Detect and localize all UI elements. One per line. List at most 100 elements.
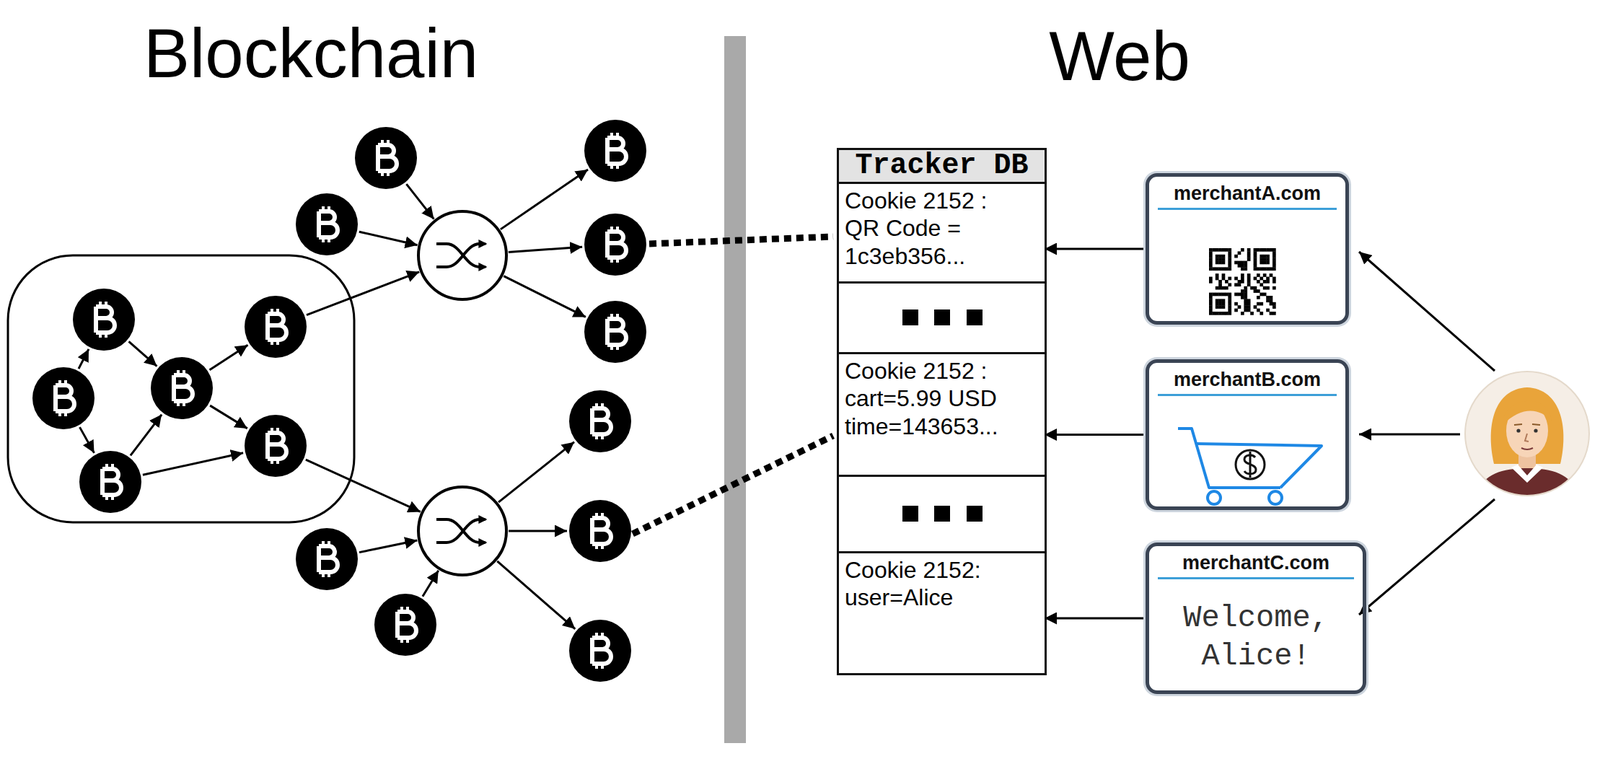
qr-module: [1218, 257, 1223, 262]
qr-module: [1259, 261, 1264, 265]
qr-module: [1240, 289, 1245, 293]
qr-module: [1209, 302, 1213, 306]
mixer-node: [418, 211, 507, 300]
qr-module: [1227, 277, 1232, 281]
link-dotted: [632, 435, 834, 534]
qr-module: [1211, 311, 1216, 316]
mixer-node: [418, 486, 507, 575]
qr-module: [1222, 286, 1226, 290]
qr-module: [1218, 248, 1223, 252]
qr-module: [1269, 273, 1274, 278]
qr-module: [1227, 266, 1232, 271]
qr-module: [1269, 295, 1274, 300]
bitcoin-coin: [244, 295, 307, 358]
qr-module: [1227, 308, 1232, 313]
bitcoin-coin: [569, 390, 632, 453]
qr-module: [1227, 295, 1232, 300]
qr-module: [1218, 311, 1223, 316]
qr-module: [1209, 292, 1213, 297]
qr-module: [1234, 292, 1238, 297]
flow-arrow: [359, 231, 418, 245]
flow-arrow: [305, 459, 421, 512]
flow-arrow: [78, 349, 89, 369]
link-dotted: [649, 236, 834, 244]
bitcoin-coin: [150, 357, 213, 420]
qr-module: [1224, 266, 1229, 271]
bitcoin-coin: [79, 450, 142, 513]
qr-module: [1218, 286, 1223, 290]
qr-module: [1247, 254, 1251, 259]
qr-module: [1263, 292, 1267, 297]
qr-module: [1240, 277, 1245, 281]
qr-module: [1247, 257, 1251, 262]
qr-module: [1256, 279, 1261, 284]
qr-module: [1222, 257, 1226, 262]
qr-module: [1243, 261, 1248, 265]
qr-module: [1227, 261, 1232, 265]
section-heading: Blockchain: [143, 15, 479, 92]
qr-module: [1222, 292, 1226, 297]
qr-module: [1227, 282, 1232, 287]
qr-module: [1266, 261, 1270, 265]
flow-arrow: [79, 427, 94, 454]
qr-module: [1218, 266, 1223, 271]
qr-module: [1269, 311, 1274, 316]
qr-module: [1272, 254, 1277, 259]
qr-module: [1234, 282, 1238, 287]
qr-module: [1215, 273, 1220, 278]
website-box: merchantA.com: [1145, 173, 1349, 325]
qr-module: [1263, 279, 1267, 284]
qr-module: [1269, 248, 1274, 252]
qr-module: [1227, 292, 1232, 297]
qr-module: [1224, 279, 1229, 284]
qr-module: [1222, 266, 1226, 271]
qr-module: [1263, 257, 1267, 262]
qr-module: [1272, 251, 1277, 255]
qr-module: [1209, 311, 1213, 316]
qr-module: [1215, 286, 1220, 290]
qr-module: [1266, 308, 1270, 313]
flow-arrow: [209, 344, 249, 371]
tracker-table: Tracker DBCookie 2152 : QR Code = 1c3eb3…: [836, 147, 1047, 676]
qr-module: [1222, 248, 1226, 252]
qr-code: [1209, 248, 1277, 316]
qr-module: [1253, 261, 1258, 265]
qr-module: [1215, 311, 1220, 316]
qr-module: [1247, 248, 1251, 252]
qr-module: [1224, 286, 1229, 290]
qr-module: [1215, 305, 1220, 309]
qr-module: [1227, 305, 1232, 309]
qr-module: [1243, 289, 1248, 293]
bitcoin-coin: [584, 119, 647, 182]
qr-module: [1234, 254, 1238, 259]
qr-module: [1227, 302, 1232, 306]
qr-module: [1237, 279, 1242, 284]
bitcoin-coin: [32, 367, 95, 430]
table-header: Tracker DB: [838, 150, 1045, 184]
qr-module: [1247, 279, 1251, 284]
qr-module: [1243, 298, 1248, 303]
qr-module: [1224, 292, 1229, 297]
qr-module: [1237, 292, 1242, 297]
qr-module: [1259, 277, 1264, 281]
site-name: merchantB.com: [1157, 368, 1337, 397]
qr-module: [1269, 302, 1274, 306]
flow-arrow: [508, 246, 583, 252]
cookie-record: Cookie 2152 : cart=5.99 USD time=143653.…: [838, 354, 1024, 443]
qr-module: [1259, 257, 1264, 262]
tracking-arrow: [1044, 617, 1146, 620]
qr-module: [1222, 305, 1226, 309]
flow-arrow: [422, 570, 439, 597]
qr-module: [1209, 305, 1213, 309]
qr-module: [1237, 282, 1242, 287]
flow-arrow: [129, 341, 158, 366]
flow-arrow: [508, 530, 567, 533]
qr-module: [1209, 254, 1213, 259]
website-box: merchantC.comWelcome, Alice!: [1145, 542, 1367, 694]
qr-module: [1209, 295, 1213, 300]
qr-module: [1243, 286, 1248, 290]
flow-arrow: [209, 405, 248, 429]
qr-module: [1243, 295, 1248, 300]
qr-module: [1272, 279, 1277, 284]
